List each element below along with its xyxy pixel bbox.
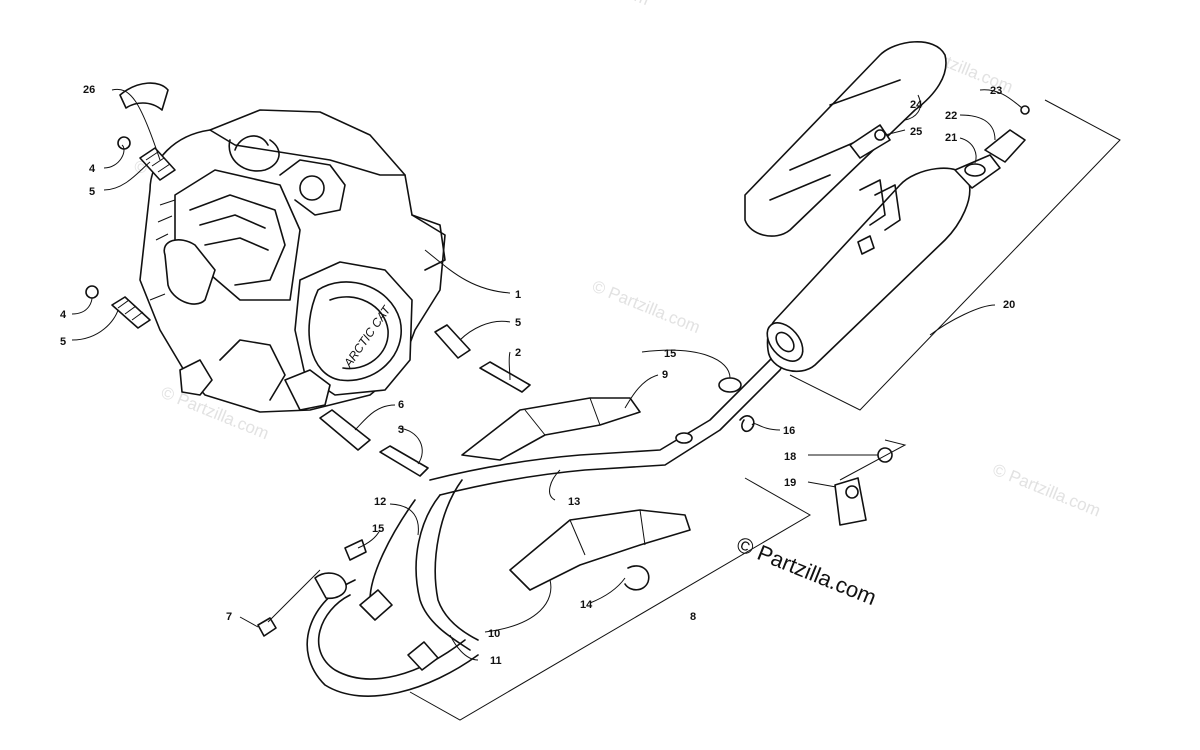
part-bolt-3 bbox=[379, 445, 429, 477]
callout-23: 23 bbox=[990, 85, 1002, 97]
assembly-bracket-19 bbox=[839, 439, 907, 481]
watermark: © Partzilla.com bbox=[590, 277, 703, 338]
callout-19: 19 bbox=[784, 477, 796, 489]
part-grommet-18 bbox=[877, 447, 893, 463]
callout-9: 9 bbox=[662, 369, 668, 381]
part-gasket bbox=[119, 82, 169, 111]
assembly-bracket-20 bbox=[789, 99, 1121, 411]
callout-24: 24 bbox=[910, 99, 923, 111]
leader-lines bbox=[71, 88, 1023, 661]
callout-5: 5 bbox=[515, 317, 521, 329]
callouts: 26 4 5 4 5 1 5 2 6 3 15 9 16 13 12 15 14… bbox=[60, 84, 1015, 667]
callout-17: 16 bbox=[783, 425, 795, 437]
exhaust-pipes bbox=[257, 334, 796, 697]
callout-26: 26 bbox=[83, 84, 95, 96]
callout-25: 25 bbox=[910, 126, 922, 138]
callout-15: 15 bbox=[372, 523, 384, 535]
callout-6: 6 bbox=[398, 399, 404, 411]
assembly-bracket-8 bbox=[409, 477, 811, 721]
callout-7: 7 bbox=[226, 611, 232, 623]
part-bracket-19 bbox=[834, 477, 867, 526]
part-screw-23 bbox=[1020, 105, 1030, 115]
watermark: © Partzilla.com bbox=[539, 0, 652, 9]
callout-8: 8 bbox=[690, 611, 696, 623]
part-spark-arrestor-22 bbox=[984, 129, 1026, 163]
watermark: © Partzilla.com bbox=[990, 460, 1103, 521]
callout-4: 4 bbox=[60, 309, 67, 321]
callout-16: 15 bbox=[664, 348, 676, 360]
callout-18: 18 bbox=[784, 451, 796, 463]
part-bolt-2 bbox=[479, 361, 531, 393]
callout-5: 5 bbox=[89, 186, 95, 198]
callout-4: 4 bbox=[89, 163, 96, 175]
callout-13: 13 bbox=[568, 496, 580, 508]
part-nut-25 bbox=[874, 129, 886, 141]
callout-5: 5 bbox=[60, 336, 66, 348]
callout-20: 20 bbox=[1003, 299, 1015, 311]
part-stud-6 bbox=[319, 409, 371, 451]
callout-3: 3 bbox=[398, 424, 404, 436]
engine: ARCTIC CAT bbox=[139, 109, 446, 413]
part-gasket-21 bbox=[964, 163, 986, 177]
brand-watermark: © Partzilla.com bbox=[733, 531, 880, 610]
callout-22: 22 bbox=[945, 110, 957, 122]
callout-1: 1 bbox=[515, 289, 521, 301]
part-stud-nut-upper bbox=[117, 136, 176, 181]
callout-2: 2 bbox=[515, 347, 521, 359]
callout-10: 10 bbox=[488, 628, 500, 640]
part-stud-right bbox=[434, 324, 471, 359]
callout-11: 11 bbox=[490, 655, 502, 667]
callout-14: 14 bbox=[580, 599, 593, 611]
part-stud-nut-lower bbox=[85, 285, 151, 329]
callout-21: 21 bbox=[945, 132, 957, 144]
callout-12: 12 bbox=[374, 496, 386, 508]
